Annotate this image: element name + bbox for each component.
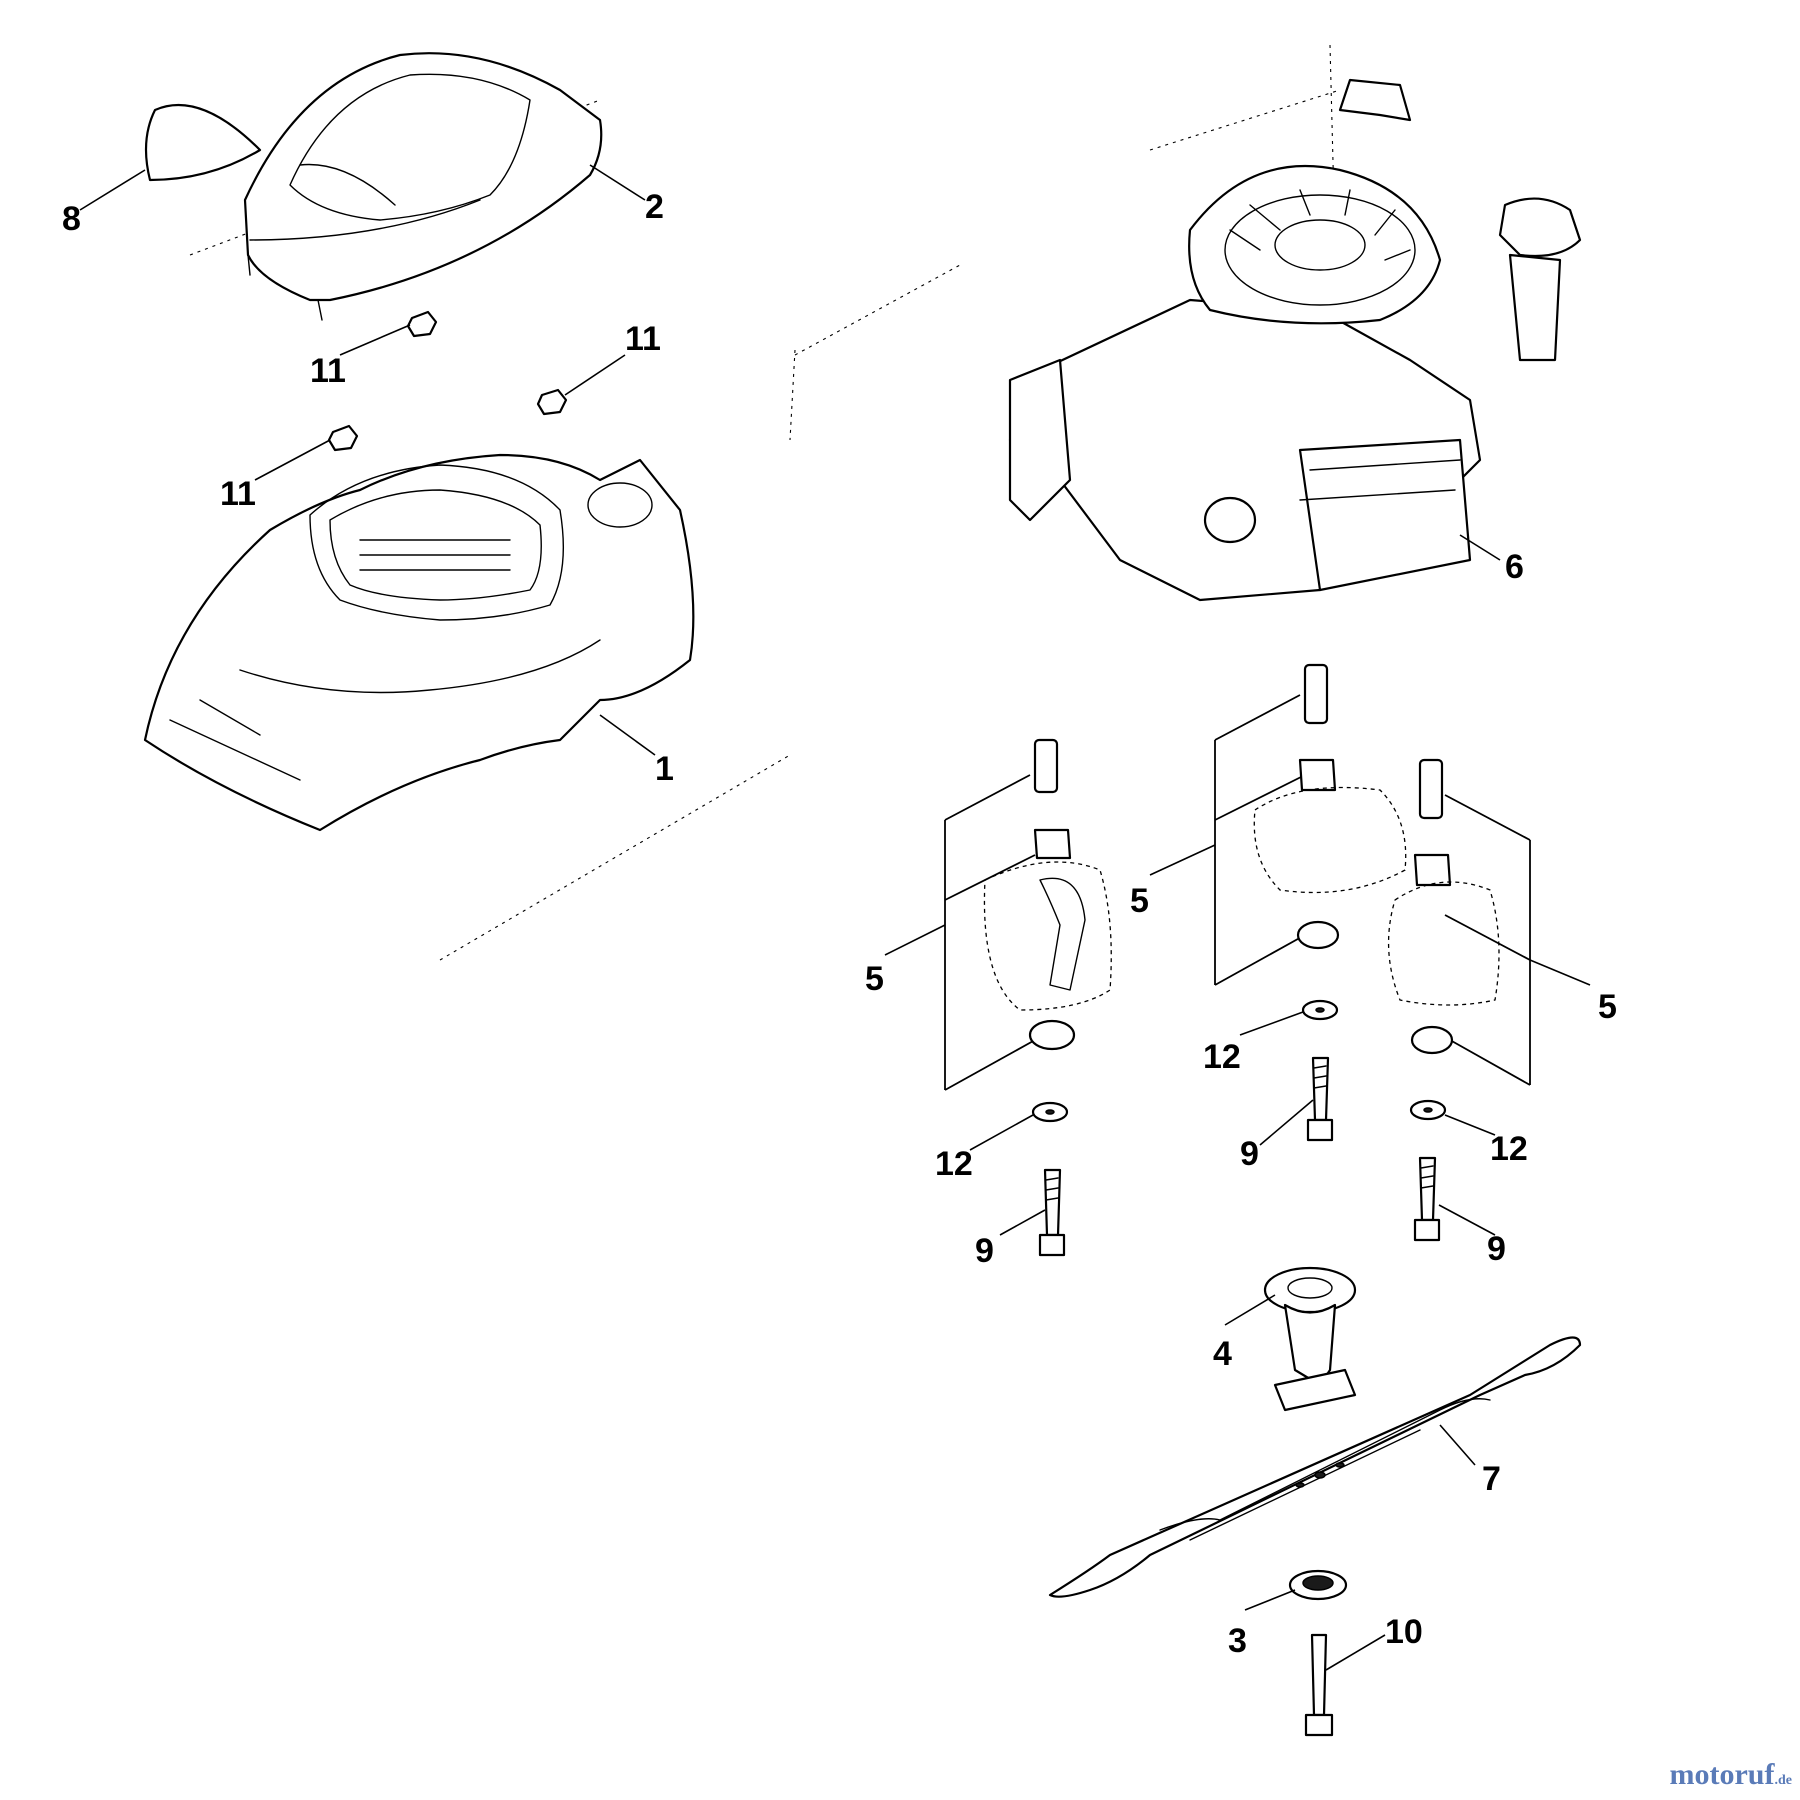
part-8-window	[144, 103, 262, 182]
part-5-kit-right	[1387, 758, 1531, 1086]
callout-11a: 11	[310, 352, 346, 390]
watermark-text: motoruf	[1669, 1758, 1775, 1791]
part-11-nut-a	[406, 310, 438, 338]
callout-12b: 12	[1203, 1038, 1241, 1076]
callout-11b: 11	[625, 320, 661, 358]
part-11-nut-c	[327, 424, 359, 452]
callout-11c: 11	[220, 475, 256, 513]
callout-1: 1	[655, 750, 674, 788]
callout-12c: 12	[1490, 1130, 1528, 1168]
callout-12a: 12	[935, 1145, 973, 1183]
part-6-engine	[1008, 78, 1582, 602]
part-2-upper-cover	[243, 52, 603, 321]
callout-6: 6	[1505, 548, 1524, 586]
part-3-clamp-washer	[1288, 1569, 1348, 1601]
part-10-blade-bolt	[1304, 1633, 1334, 1737]
callout-4: 4	[1213, 1335, 1232, 1373]
watermark-logo: motoruf.de	[1670, 1758, 1792, 1792]
callout-5a: 5	[865, 960, 884, 998]
part-4-blade-adapter	[1263, 1266, 1357, 1412]
callout-9c: 9	[1487, 1230, 1506, 1268]
part-9-bolt-c	[1413, 1156, 1441, 1242]
part-7-blade	[1048, 1336, 1582, 1598]
callout-7: 7	[1482, 1460, 1501, 1498]
part-9-bolt-b	[1306, 1056, 1334, 1142]
callout-9b: 9	[1240, 1135, 1259, 1173]
part-11-nut-b	[536, 388, 568, 416]
part-12-washer-b	[1301, 999, 1339, 1021]
part-1-engine-hood	[143, 453, 695, 832]
callout-9a: 9	[975, 1232, 994, 1270]
part-5-kit-left	[944, 738, 1112, 1091]
part-12-washer-c	[1409, 1099, 1447, 1121]
part-9-bolt-a	[1038, 1168, 1066, 1257]
callout-5c: 5	[1598, 988, 1617, 1026]
callout-5b: 5	[1130, 882, 1149, 920]
callout-8: 8	[62, 200, 81, 238]
part-5-kit-centre	[1214, 663, 1407, 986]
watermark-suffix: .de	[1774, 1773, 1793, 1788]
callout-3: 3	[1228, 1622, 1247, 1660]
callout-10: 10	[1385, 1613, 1423, 1651]
leader-lines	[79, 164, 1591, 1671]
callout-labels: 8 2 11 11 11 1 6 5 5 5 12 12 12 9 9 9 4 …	[62, 188, 1617, 1660]
part-12-washer-a	[1031, 1101, 1069, 1123]
callout-2: 2	[645, 188, 664, 226]
